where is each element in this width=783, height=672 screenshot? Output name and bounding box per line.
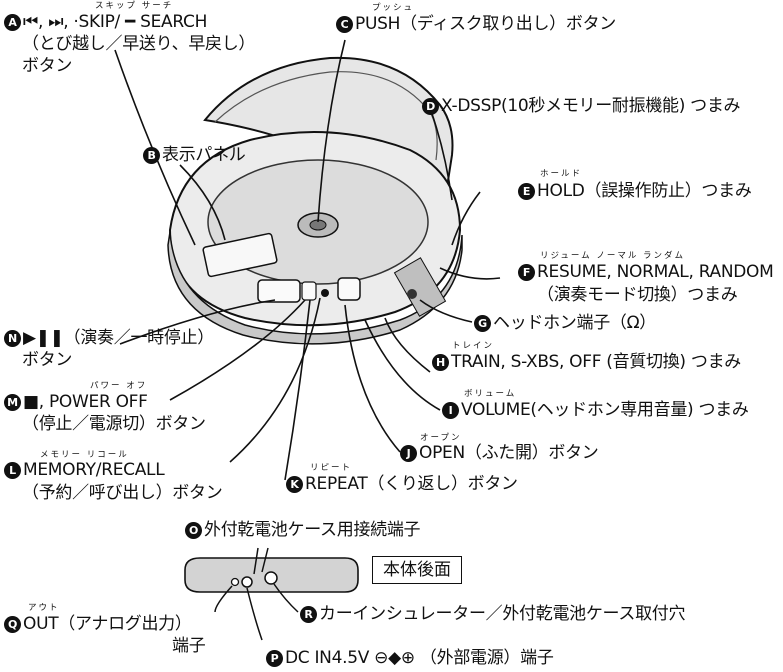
label-h-text: TRAIN, S-XBS, OFF (音質切換) つまみ [451, 352, 741, 372]
label-m-line1: ■, POWER OFF [23, 392, 148, 412]
label-e-text: HOLD（誤操作防止）つまみ [537, 181, 752, 201]
label-l-line1: MEMORY/RECALL [23, 460, 165, 480]
label-b-text: 表示パネル [162, 145, 246, 165]
badge-m: M [4, 394, 21, 411]
display-panel [202, 232, 278, 278]
label-a-line2: （とび越し／早送り、早戻し） [22, 34, 256, 54]
label-n-line1: ▶❚❚（演奏／一時停止） [23, 328, 214, 348]
label-m-line2: （停止／電源切）ボタン [22, 414, 206, 434]
label-m-power-off: M■, POWER OFF [4, 392, 148, 413]
badge-g: G [474, 315, 491, 332]
label-e-ruby: ホールド [540, 169, 583, 179]
label-o-text: 外付乾電池ケース用接続端子 [204, 520, 421, 540]
badge-r: R [300, 606, 317, 623]
label-c-ruby: プッシュ [372, 3, 415, 13]
label-m-ruby: パワー オフ [90, 381, 148, 391]
badge-c: C [336, 16, 353, 33]
label-h-ruby: トレイン [452, 341, 495, 351]
label-i-text: VOLUME(ヘッドホン専用音量) つまみ [461, 400, 749, 420]
label-n-play-pause: N▶❚❚（演奏／一時停止） [4, 328, 214, 349]
play-pause-button-shape [257, 279, 301, 303]
label-f-ruby: リジューム ノーマル ランダム [540, 251, 686, 261]
badge-f: F [518, 264, 535, 281]
badge-o: O [185, 522, 202, 539]
label-d-text: X-DSSP(10秒メモリー耐振機能) つまみ [441, 96, 741, 116]
label-g-text: ヘッドホン端子（Ω） [493, 313, 656, 333]
rear-dc-jack [241, 576, 253, 588]
badge-b: B [143, 147, 160, 164]
badge-d: D [422, 98, 439, 115]
memory-button-shape [321, 289, 329, 297]
badge-n: N [4, 330, 21, 347]
label-a-line3: ボタン [22, 56, 73, 76]
rear-out-jack [230, 577, 240, 587]
label-a-skip-search: A⏮, ⏭, ·SKIP/ ━ SEARCH [4, 12, 207, 33]
label-l-ruby: メモリー リコール [40, 450, 129, 460]
badge-e: E [518, 183, 535, 200]
headphone-jack-shape [407, 289, 417, 299]
label-n-line2: ボタン [22, 350, 73, 370]
rear-mount-hole [264, 571, 278, 585]
stop-button-shape [301, 281, 317, 301]
badge-a: A [4, 14, 21, 31]
label-q-ruby: アウト [28, 603, 60, 613]
label-k-text: REPEAT（くり返し）ボタン [305, 474, 518, 494]
badge-i: I [442, 402, 459, 419]
open-button-shape [337, 277, 361, 301]
label-c-text: PUSH（ディスク取り出し）ボタン [355, 14, 616, 34]
label-j-text: OPEN（ふた開）ボタン [419, 443, 599, 463]
badge-h: H [432, 354, 449, 371]
label-a-line1: ⏮, ⏭, ·SKIP/ ━ SEARCH [23, 12, 208, 32]
rear-view-label: 本体後面 [372, 556, 462, 584]
label-j-ruby: オープン [420, 433, 462, 443]
badge-j: J [400, 445, 417, 462]
label-a-ruby: スキップ サーチ [95, 1, 174, 11]
badge-k: K [286, 476, 303, 493]
label-r-text: カーインシュレーター／外付乾電池ケース取付穴 [319, 604, 686, 624]
badge-q: Q [4, 616, 21, 633]
label-q-line1: OUT（アナログ出力） [23, 614, 192, 634]
label-i-ruby: ボリューム [464, 389, 517, 399]
label-f-line2: （演奏モード切換）つまみ [537, 285, 738, 305]
label-p-text: DC IN4.5V ⊖◆⊕ （外部電源）端子 [285, 648, 554, 668]
label-k-ruby: リピート [310, 463, 353, 473]
cd-player-rim [167, 231, 463, 345]
label-q-line2: 端子 [172, 636, 206, 656]
badge-l: L [4, 462, 21, 479]
badge-p: P [266, 650, 283, 667]
label-l-line2: （予約／呼び出し）ボタン [22, 483, 223, 503]
label-f-line1: RESUME, NORMAL, RANDOM [537, 262, 774, 282]
